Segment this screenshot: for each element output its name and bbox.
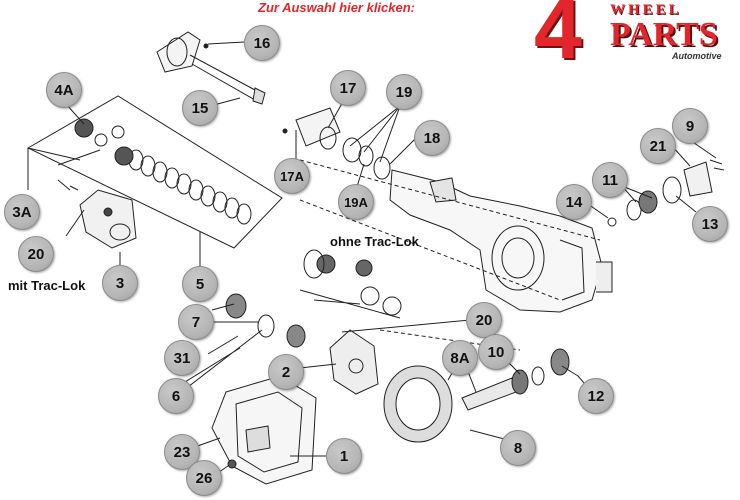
- part-badge-20-left[interactable]: 20: [18, 236, 54, 272]
- spider-gears-drawing: [299, 249, 402, 319]
- carrier-drawing: [329, 329, 379, 395]
- part-badge-1[interactable]: 1: [326, 438, 362, 474]
- side-bearing-drawing: [225, 293, 247, 319]
- trac-lok-group-frame: [26, 95, 283, 249]
- clutch-plates-drawing: [128, 149, 252, 225]
- label-mit-trac-lok: mit Trac-Lok: [8, 278, 86, 293]
- brand-logo-wheel: WHEEL: [610, 2, 682, 18]
- part-badge-31[interactable]: 31: [164, 340, 200, 376]
- part-badge-20-right[interactable]: 20: [466, 302, 502, 338]
- part-badge-3a[interactable]: 3A: [4, 194, 40, 230]
- trac-lok-case-drawing: [79, 189, 137, 249]
- bearing-cone-drawing: [286, 324, 306, 348]
- side-gears-drawing: [57, 118, 134, 191]
- part-badge-8[interactable]: 8: [500, 430, 536, 466]
- label-ohne-trac-lok: ohne Trac-Lok: [330, 234, 419, 249]
- part-badge-7[interactable]: 7: [178, 304, 214, 340]
- part-badge-2[interactable]: 2: [268, 354, 304, 390]
- part-badge-3[interactable]: 3: [102, 265, 138, 301]
- part-badge-10[interactable]: 10: [478, 334, 514, 370]
- part-badge-26[interactable]: 26: [186, 460, 222, 496]
- part-badge-17[interactable]: 17: [330, 70, 366, 106]
- brand-logo-parts: PARTS: [610, 16, 718, 53]
- part-badge-19[interactable]: 19: [386, 74, 422, 110]
- part-badge-13[interactable]: 13: [692, 206, 728, 242]
- brand-logo[interactable]: 4 WHEEL PARTS Automotive: [530, 0, 740, 80]
- part-badge-4a[interactable]: 4A: [46, 72, 82, 108]
- part-badge-14[interactable]: 14: [556, 184, 592, 220]
- click-hint-text: Zur Auswahl hier klicken:: [258, 0, 416, 15]
- part-badge-6[interactable]: 6: [158, 378, 194, 414]
- pinion-bearing-group-drawing: [607, 159, 725, 227]
- brand-logo-automotive: Automotive: [672, 51, 722, 61]
- axle-shaft-drawing: [156, 31, 266, 105]
- part-badge-5[interactable]: 5: [182, 266, 218, 302]
- part-badge-18[interactable]: 18: [414, 120, 450, 156]
- part-badge-8a[interactable]: 8A: [442, 340, 478, 376]
- diff-cover-drawing: [211, 375, 317, 485]
- part-badge-21[interactable]: 21: [640, 128, 676, 164]
- part-badge-9[interactable]: 9: [672, 108, 708, 144]
- part-badge-15[interactable]: 15: [182, 90, 218, 126]
- ring-gear-drawing: [383, 365, 453, 443]
- shim-drawing: [257, 314, 275, 338]
- part-badge-12[interactable]: 12: [578, 378, 614, 414]
- part-badge-11[interactable]: 11: [592, 162, 628, 198]
- pinion-gear-drawing: [461, 348, 570, 411]
- leader-lines: [27, 41, 717, 475]
- part-badge-17a[interactable]: 17A: [274, 158, 310, 194]
- part-badge-19a[interactable]: 19A: [338, 184, 374, 220]
- brand-logo-four: 4: [534, 0, 582, 77]
- part-badge-16[interactable]: 16: [244, 25, 280, 61]
